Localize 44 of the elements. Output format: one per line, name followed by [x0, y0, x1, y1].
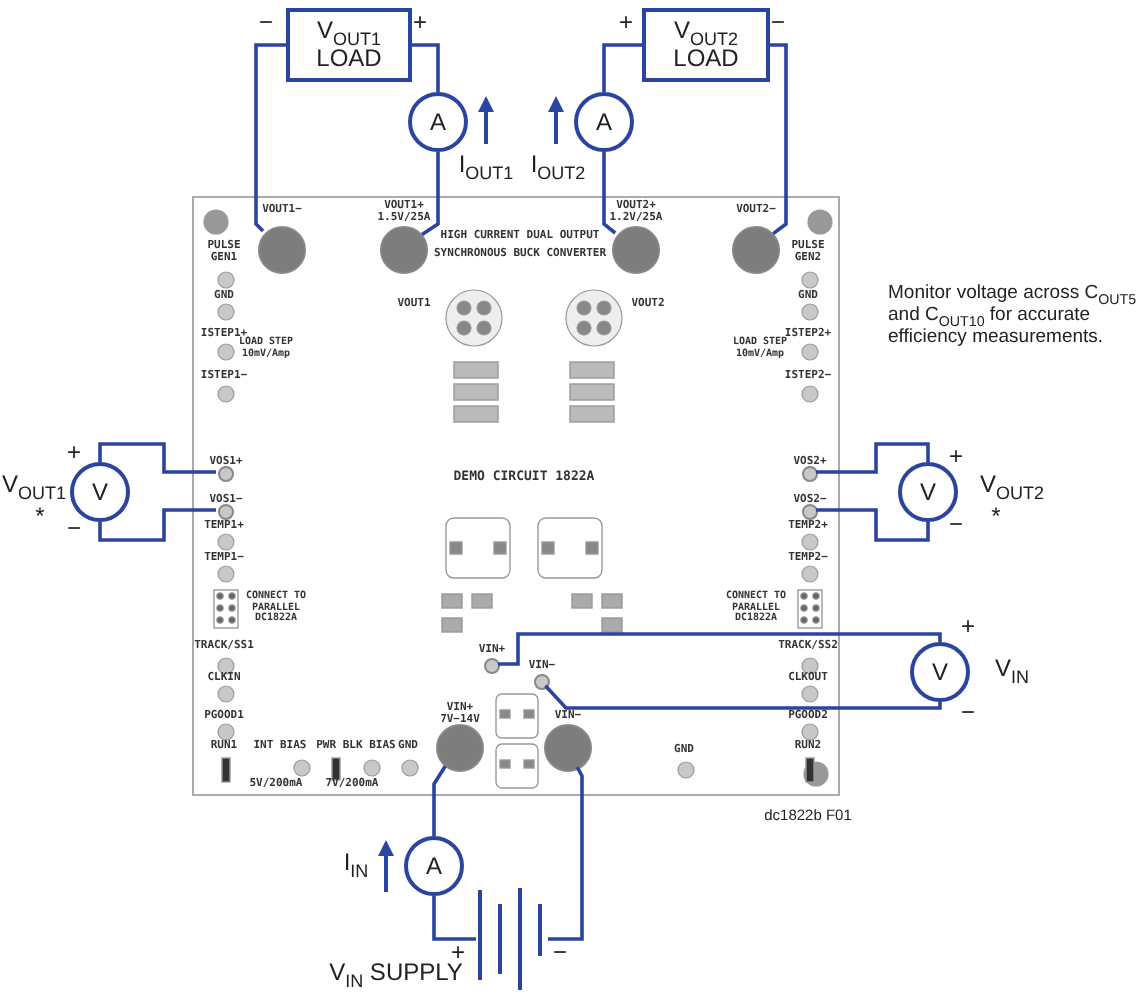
wire: [432, 896, 476, 941]
wire: [421, 152, 440, 237]
ammeter: A: [404, 836, 464, 896]
polarity-sign: +: [67, 440, 81, 466]
wire: [602, 43, 642, 92]
meter-label: V$_{IN}$ SUPPLY: [329, 960, 463, 986]
text-label: I$_{OUT1}$: [458, 152, 514, 178]
text-label: I$_{OUT2}$: [530, 152, 586, 178]
polarity-sign: +: [619, 10, 633, 36]
wire: [816, 442, 930, 474]
load-box: V$_{OUT2}$ LOAD: [642, 8, 770, 82]
ammeter: A: [408, 92, 468, 152]
meter-label: V$_{OUT2}$: [979, 472, 1045, 498]
load-box: V$_{OUT1}$ LOAD: [286, 8, 412, 82]
meter-label: *: [991, 504, 1001, 530]
wire: [602, 152, 617, 235]
meter-label: I$_{IN}$: [343, 850, 369, 876]
polarity-sign: −: [553, 940, 567, 966]
wire: [98, 508, 216, 542]
wire: [548, 766, 584, 941]
meter-label: V$_{IN}$: [995, 656, 1029, 682]
ammeter: A: [574, 92, 634, 152]
voltmeter: V: [910, 642, 970, 702]
polarity-sign: −: [259, 10, 273, 36]
voltmeter: V: [898, 462, 958, 522]
meter-label: V$_{OUT1}$: [1, 472, 67, 498]
wire: [544, 684, 942, 710]
polarity-sign: −: [771, 10, 785, 36]
wire: [770, 43, 788, 236]
polarity-sign: −: [67, 516, 81, 542]
polarity-sign: +: [451, 940, 465, 966]
wire: [432, 765, 447, 836]
note-text: Monitor voltage across C$_{OUT5}$ and C$_{OUT10}$ for accurate efficiency measurements.: [888, 284, 1139, 350]
battery-symbol: [476, 886, 548, 992]
wire: [498, 632, 942, 666]
wire: [98, 442, 216, 474]
voltmeter: V: [70, 462, 130, 522]
polarity-sign: −: [961, 700, 975, 726]
wire: [412, 43, 440, 92]
wire: [254, 43, 286, 233]
polarity-sign: +: [961, 614, 975, 640]
wire: [816, 508, 930, 542]
meter-label: *: [35, 504, 45, 530]
polarity-sign: +: [413, 10, 427, 36]
